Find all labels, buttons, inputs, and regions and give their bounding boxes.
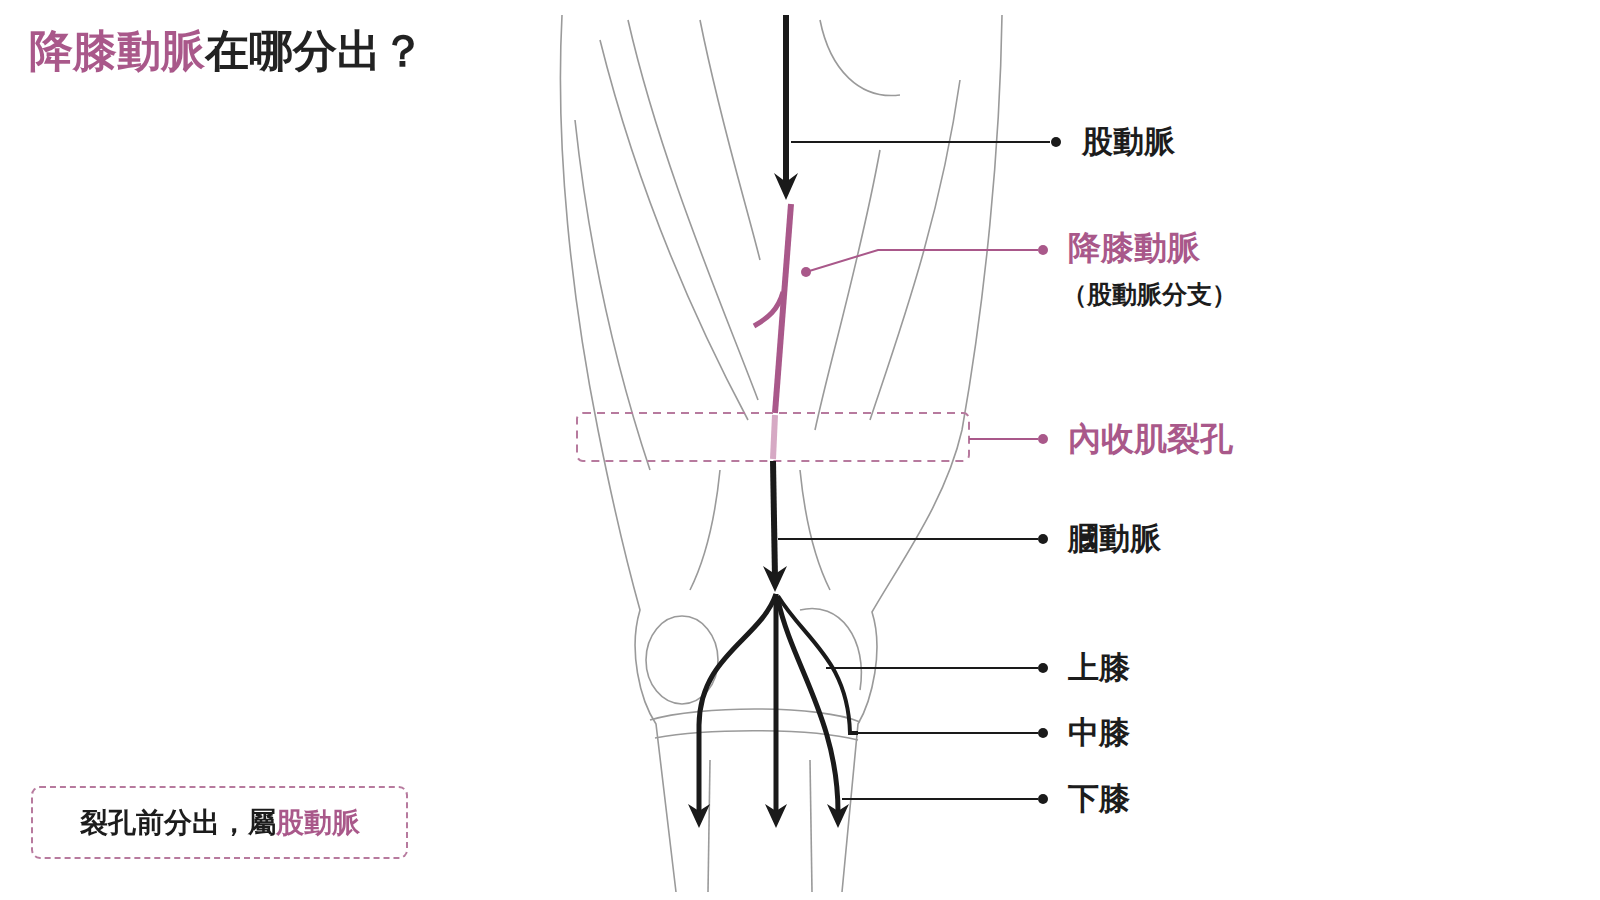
leader-dot [1038, 534, 1048, 544]
tibia-line [708, 760, 710, 892]
muscle-line [628, 20, 758, 400]
arrowhead [763, 566, 787, 592]
leader-line [778, 538, 1038, 540]
muscle-line [800, 470, 830, 590]
leader-dot [1038, 663, 1048, 673]
genicular-branch [754, 292, 783, 326]
leader-line [791, 141, 1050, 143]
leader-line [842, 798, 1038, 800]
leader-dot [1038, 434, 1048, 444]
leader-dot [1051, 137, 1061, 147]
muscle-line [575, 120, 650, 470]
arrowhead [827, 804, 849, 828]
artery-label: 膕動脈 [1068, 520, 1161, 557]
popliteal-artery [773, 461, 775, 578]
genicular-branch-upper-right [778, 596, 858, 733]
note-box: 裂孔前分出，屬股動脈 [31, 786, 408, 859]
branch-label: 中膝 [1068, 714, 1130, 751]
diagram-title: 降膝動脈在哪分出？ [29, 25, 425, 78]
arteries [577, 15, 969, 828]
branch-label: 下膝 [1068, 780, 1130, 817]
femoral-artery [783, 15, 789, 186]
leader-line [858, 732, 1038, 734]
muscle-line [820, 20, 900, 96]
artery-sublabel: （股動脈分支） [1062, 280, 1237, 310]
leader-line [806, 250, 1038, 272]
note-text: 裂孔前分出，屬股動脈 [80, 806, 360, 840]
leader-dot [1038, 794, 1048, 804]
artery-label: 股動脈 [1082, 123, 1175, 160]
genicular-branch-middle [774, 594, 779, 812]
branch-label: 上膝 [1068, 649, 1130, 686]
arrowhead [765, 804, 787, 828]
hiatus-segment [773, 415, 775, 459]
muscle-line [700, 20, 760, 260]
muscle-line [815, 150, 880, 430]
condyle [800, 608, 861, 690]
muscle-line [600, 40, 748, 420]
genicular-branch-left [699, 594, 776, 812]
joint-line [650, 709, 860, 722]
leader-line [826, 667, 1038, 669]
arrowhead [774, 173, 798, 200]
artery-label: 降膝動脈 [1068, 228, 1200, 268]
leader-dot [1038, 245, 1048, 255]
muscle-line [690, 470, 720, 590]
arrowhead [688, 804, 710, 828]
leader-dot [1038, 728, 1048, 738]
leg-outline [560, 15, 1002, 892]
leader-lines [778, 137, 1061, 804]
structure-label: 內收肌裂孔 [1068, 419, 1233, 459]
adductor-hiatus-band [577, 413, 969, 461]
leg-outline-left [560, 15, 676, 892]
leader-line [969, 438, 1038, 440]
tibia-line [810, 760, 812, 892]
leg-outline-right [842, 15, 1002, 892]
